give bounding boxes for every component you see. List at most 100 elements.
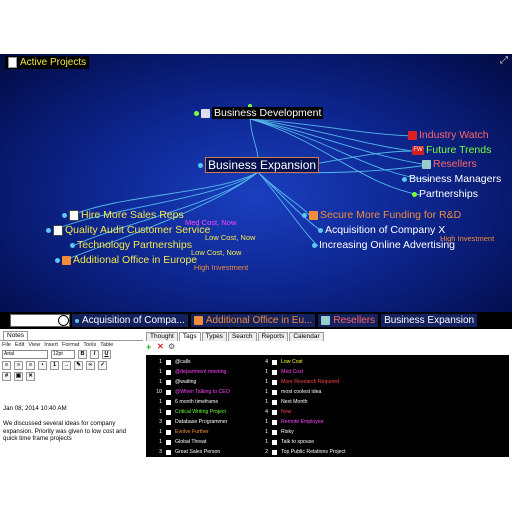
thought-technology-partnerships[interactable]: Technology Partnerships [70,239,192,251]
history-item-additional-office[interactable]: Additional Office in Eu... [190,314,316,327]
highlight-icon[interactable]: ✎ [74,361,83,370]
plex-view[interactable]: Active Projects ⤢ Business Development B… [0,54,512,312]
fullscreen-icon[interactable]: ⤢ [500,55,508,66]
tag-row[interactable]: 1@calls [150,358,191,367]
paint-icon[interactable]: ✓ [98,361,107,370]
tag-checkbox[interactable] [272,370,277,375]
thought-hire-more-sales-reps[interactable]: Hire More Sales Reps [62,209,184,221]
tag-checkbox[interactable] [272,410,277,415]
note-body[interactable]: We discussed several ideas for company e… [3,420,127,442]
menu-format[interactable]: Format [61,342,80,348]
tab-search[interactable]: Search [227,332,257,341]
tag-checkbox[interactable] [272,360,277,365]
tag-checkbox[interactable] [166,360,171,365]
tag-checkbox[interactable] [166,410,171,415]
history-item-resellers[interactable]: Resellers [318,314,379,327]
tag-row[interactable]: 10@When Talking to CEO [150,388,230,397]
close-icon[interactable]: ✕ [26,372,35,381]
indent-icon[interactable]: → [62,361,71,370]
number-list-icon[interactable]: 1 [50,361,59,370]
thought-industry-watch[interactable]: Industry Watch [408,129,489,141]
tab-reports[interactable]: Reports [257,332,289,341]
thought-future-trends[interactable]: FW Future Trends [412,144,491,156]
tab-thought[interactable]: Thought [146,332,178,341]
tag-checkbox[interactable] [166,390,171,395]
tag-checkbox[interactable] [166,400,171,405]
tag-checkbox[interactable] [272,390,277,395]
thought-business-managers[interactable]: Business Managers [402,173,501,185]
tab-calendar[interactable]: Calendar [289,332,324,341]
tag-row[interactable]: 1@waiting [150,378,196,387]
instant-search-input[interactable] [10,314,70,327]
thought-secure-more-funding[interactable]: Secure More Funding for R&D [302,209,461,221]
italic-button[interactable]: I [90,350,99,359]
thought-business-development[interactable]: Business Development [194,107,324,119]
gear-icon[interactable]: ⚙ [168,342,176,351]
menu-edit[interactable]: Edit [14,342,25,348]
bullet-list-icon[interactable]: • [38,361,47,370]
tag-checkbox[interactable] [272,450,277,455]
tag-checkbox[interactable] [166,430,171,435]
font-select[interactable]: Arial [2,350,48,359]
thought-increasing-online-advertising[interactable]: Increasing Online Advertising [312,239,455,251]
tag-checkbox[interactable] [272,440,277,445]
tag-checkbox[interactable] [272,380,277,385]
thought-label: Increasing Online Advertising [319,239,455,251]
active-brain-label[interactable]: Active Projects [5,56,90,69]
delete-tag-icon[interactable]: ✕ [157,342,164,351]
tag-checkbox[interactable] [166,450,171,455]
link-icon[interactable]: ∞ [86,361,95,370]
tab-types[interactable]: Types [201,332,227,341]
tab-notes[interactable]: Notes [3,331,28,340]
add-tag-icon[interactable]: + [146,342,152,352]
tag-checkbox[interactable] [166,370,171,375]
thought-resellers[interactable]: Resellers [422,158,477,170]
tag-checkbox[interactable] [272,400,277,405]
menu-file[interactable]: File [2,342,11,348]
align-left-icon[interactable]: ≡ [2,361,11,370]
tag-checkbox[interactable] [166,380,171,385]
align-center-icon[interactable]: ≡ [14,361,23,370]
tag-checkbox[interactable] [166,440,171,445]
menu-tools[interactable]: Tools [83,342,97,348]
thought-additional-office[interactable]: Additional Office in Europe [55,254,197,266]
thought-partnerships[interactable]: Partnerships [412,188,478,200]
history-item-acquisition[interactable]: Acquisition of Compa... [72,314,188,327]
menu-view[interactable]: View [28,342,41,348]
thought-quality-audit[interactable]: Quality Audit Customer Service [46,224,210,236]
align-right-icon[interactable]: ≡ [26,361,35,370]
tag-checkbox[interactable] [166,420,171,425]
image-icon[interactable]: ▣ [14,372,23,381]
clock-icon[interactable] [58,315,69,326]
thought-acquisition-company-x[interactable]: Acquisition of Company X [318,224,445,236]
tag-row[interactable]: 1@department meeting [150,368,226,377]
table-icon[interactable]: # [2,372,11,381]
tag-checkbox[interactable] [272,430,277,435]
tag-label: Talk to spouse [281,439,315,445]
thought-business-expansion[interactable]: Business Expansion [198,157,320,173]
history-item-business-expansion[interactable]: Business Expansion [381,314,478,327]
bold-button[interactable]: B [78,350,87,359]
size-select[interactable]: 12pt [51,350,75,359]
underline-button[interactable]: U [102,350,111,359]
tag-checkbox[interactable] [272,420,277,425]
menu-insert[interactable]: Insert [44,342,58,348]
menu-table[interactable]: Table [100,342,114,348]
tab-tags[interactable]: Tags [178,332,201,341]
